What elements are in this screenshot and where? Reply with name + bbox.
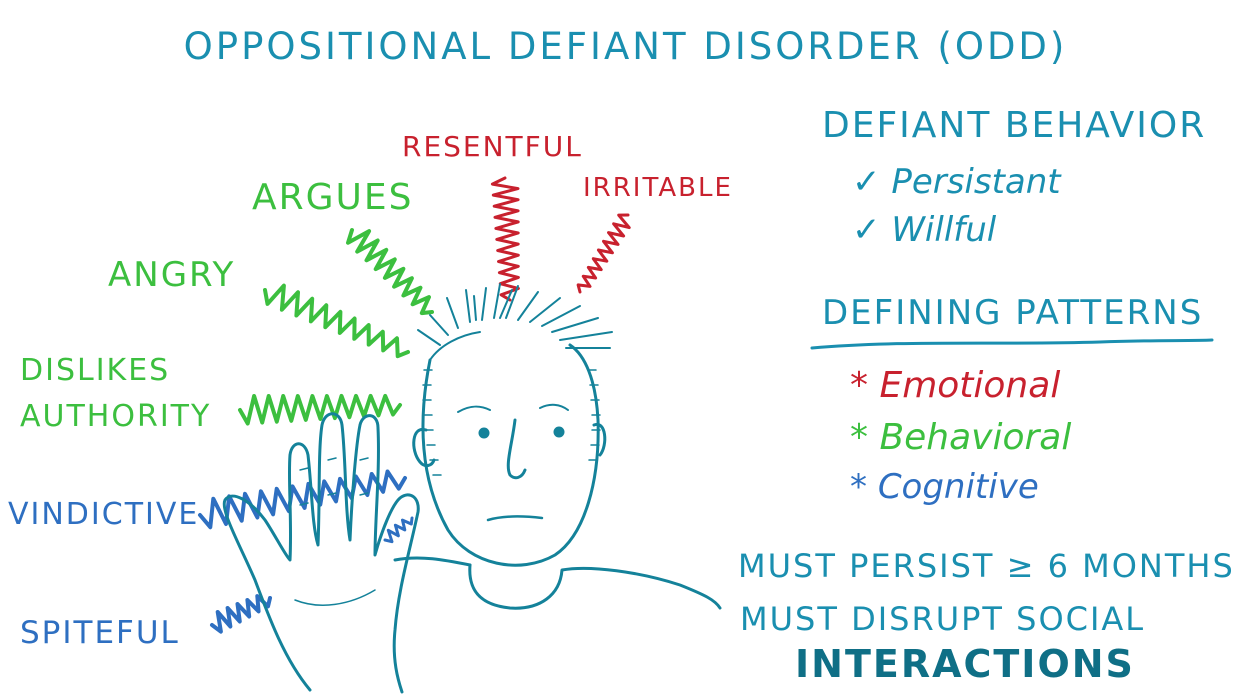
pattern-behavioral: * Behavioral — [850, 420, 1071, 456]
pattern-label: Cognitive — [878, 467, 1039, 507]
criteria-duration: Must Persist ≥ 6 Months — [738, 550, 1235, 582]
asterisk-icon: * — [850, 365, 868, 406]
asterisk-icon: * — [850, 417, 868, 458]
criteria-social: Must Disrupt Social — [740, 603, 1145, 635]
criteria-interactions: Interactions — [795, 645, 1135, 683]
pattern-emotional: * Emotional — [850, 368, 1060, 404]
pattern-label: Behavioral — [879, 417, 1071, 458]
pattern-cognitive: * Cognitive — [850, 470, 1039, 504]
pattern-label: Emotional — [879, 365, 1060, 406]
asterisk-icon: * — [850, 467, 867, 507]
